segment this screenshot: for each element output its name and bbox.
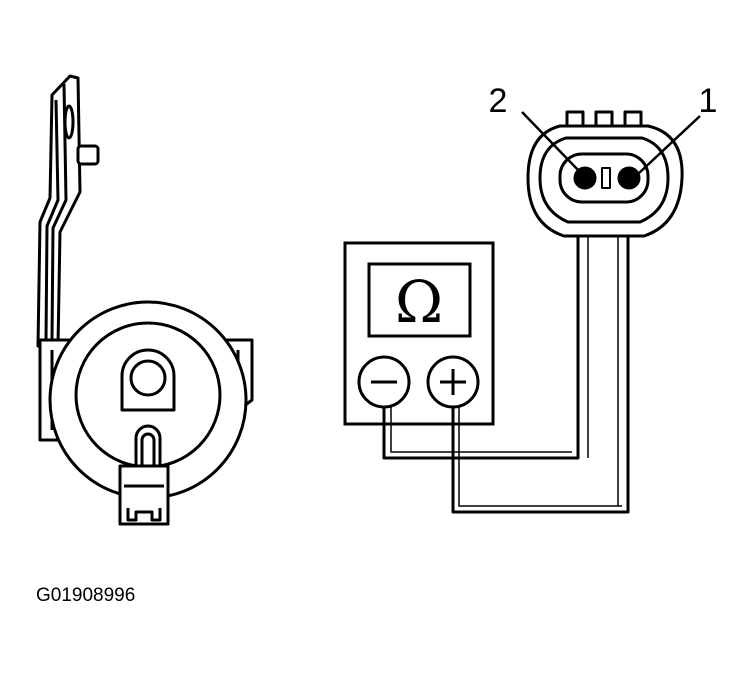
negative-lead-outline — [390, 407, 572, 453]
connector-tab-left — [565, 110, 585, 128]
positive-lead-outline — [458, 407, 622, 507]
terminal-pin-1[interactable] — [617, 166, 641, 190]
connector-loop-inner — [140, 432, 156, 466]
lead-channel — [587, 220, 619, 506]
connector-tab-right — [623, 110, 643, 128]
figure-code: G01908996 — [36, 585, 135, 606]
terminal-pin-2[interactable] — [573, 166, 597, 190]
sensor-assembly — [36, 74, 254, 526]
bracket-rib-outer — [50, 83, 68, 341]
pin-2-label: 2 — [489, 82, 508, 120]
leader-pin-1 — [637, 115, 701, 175]
pin-leaders — [521, 111, 701, 175]
mounting-bracket — [36, 74, 82, 348]
ohmmeter: Ω — [343, 241, 495, 426]
ohmmeter-display — [367, 262, 472, 338]
connector-tab-center — [594, 110, 614, 128]
connector-plug-notch — [126, 508, 162, 522]
harness-connector — [526, 110, 684, 238]
pin-1-label: 1 — [699, 82, 718, 120]
connector-center-key — [601, 167, 611, 189]
bracket-stud — [76, 144, 100, 166]
bracket-rib-inner — [44, 99, 60, 341]
bracket-hole — [63, 104, 75, 140]
rotor-shaft — [129, 359, 167, 397]
connector-loop — [134, 424, 162, 466]
ohm-symbol: Ω — [395, 268, 443, 336]
connector-mid-shell — [538, 136, 670, 224]
leader-pin-2 — [521, 111, 581, 173]
